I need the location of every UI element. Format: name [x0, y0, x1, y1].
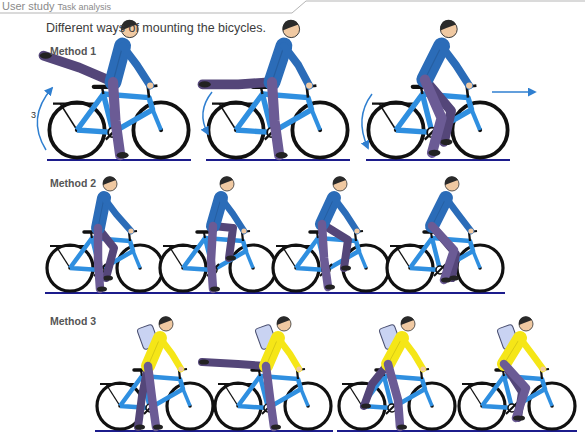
mounting-figure: [339, 316, 455, 429]
rider: [199, 316, 302, 429]
mounting-figure: [199, 20, 348, 159]
ground-line: [158, 292, 278, 294]
ground-line: [337, 430, 457, 432]
mounting-figure: [40, 20, 189, 159]
rider: [425, 20, 473, 156]
diagram-heading: Different ways of mounting the bicycles.: [46, 21, 266, 35]
bicycle: [160, 231, 276, 291]
ground-line: [385, 292, 505, 294]
mounting-figure: [273, 176, 389, 291]
callout-number: 3: [31, 110, 36, 120]
method-label: Method 1: [50, 45, 96, 57]
rider: [97, 176, 134, 291]
ground-line: [457, 430, 577, 432]
page-title: User study: [2, 0, 55, 13]
mounting-figure: [47, 176, 163, 291]
mounting-figure: [459, 316, 575, 429]
rider: [199, 20, 313, 159]
rider: [432, 176, 474, 282]
motion-arrow: [362, 94, 372, 148]
mounting-figure: [97, 316, 213, 429]
motion-arrow: [37, 88, 52, 150]
method-label: Method 2: [50, 177, 96, 189]
mounting-figure: [368, 20, 507, 158]
header-rule: [0, 1, 585, 13]
method-label: Method 3: [50, 315, 96, 327]
mounting-figure: [160, 176, 276, 291]
motion-arrow: [203, 92, 212, 134]
mounting-figure: [387, 176, 503, 291]
ground-line: [45, 292, 165, 294]
ground-line: [366, 159, 510, 161]
rider: [322, 176, 360, 289]
rider: [40, 20, 154, 159]
rider: [210, 176, 247, 291]
direction-arrow: [492, 91, 535, 93]
rider: [135, 316, 184, 429]
mounting-figure: [199, 316, 331, 429]
rider: [361, 316, 426, 429]
rider: [497, 316, 546, 420]
section-subtitle: Task analysis: [58, 2, 112, 12]
ground-line: [271, 292, 391, 294]
